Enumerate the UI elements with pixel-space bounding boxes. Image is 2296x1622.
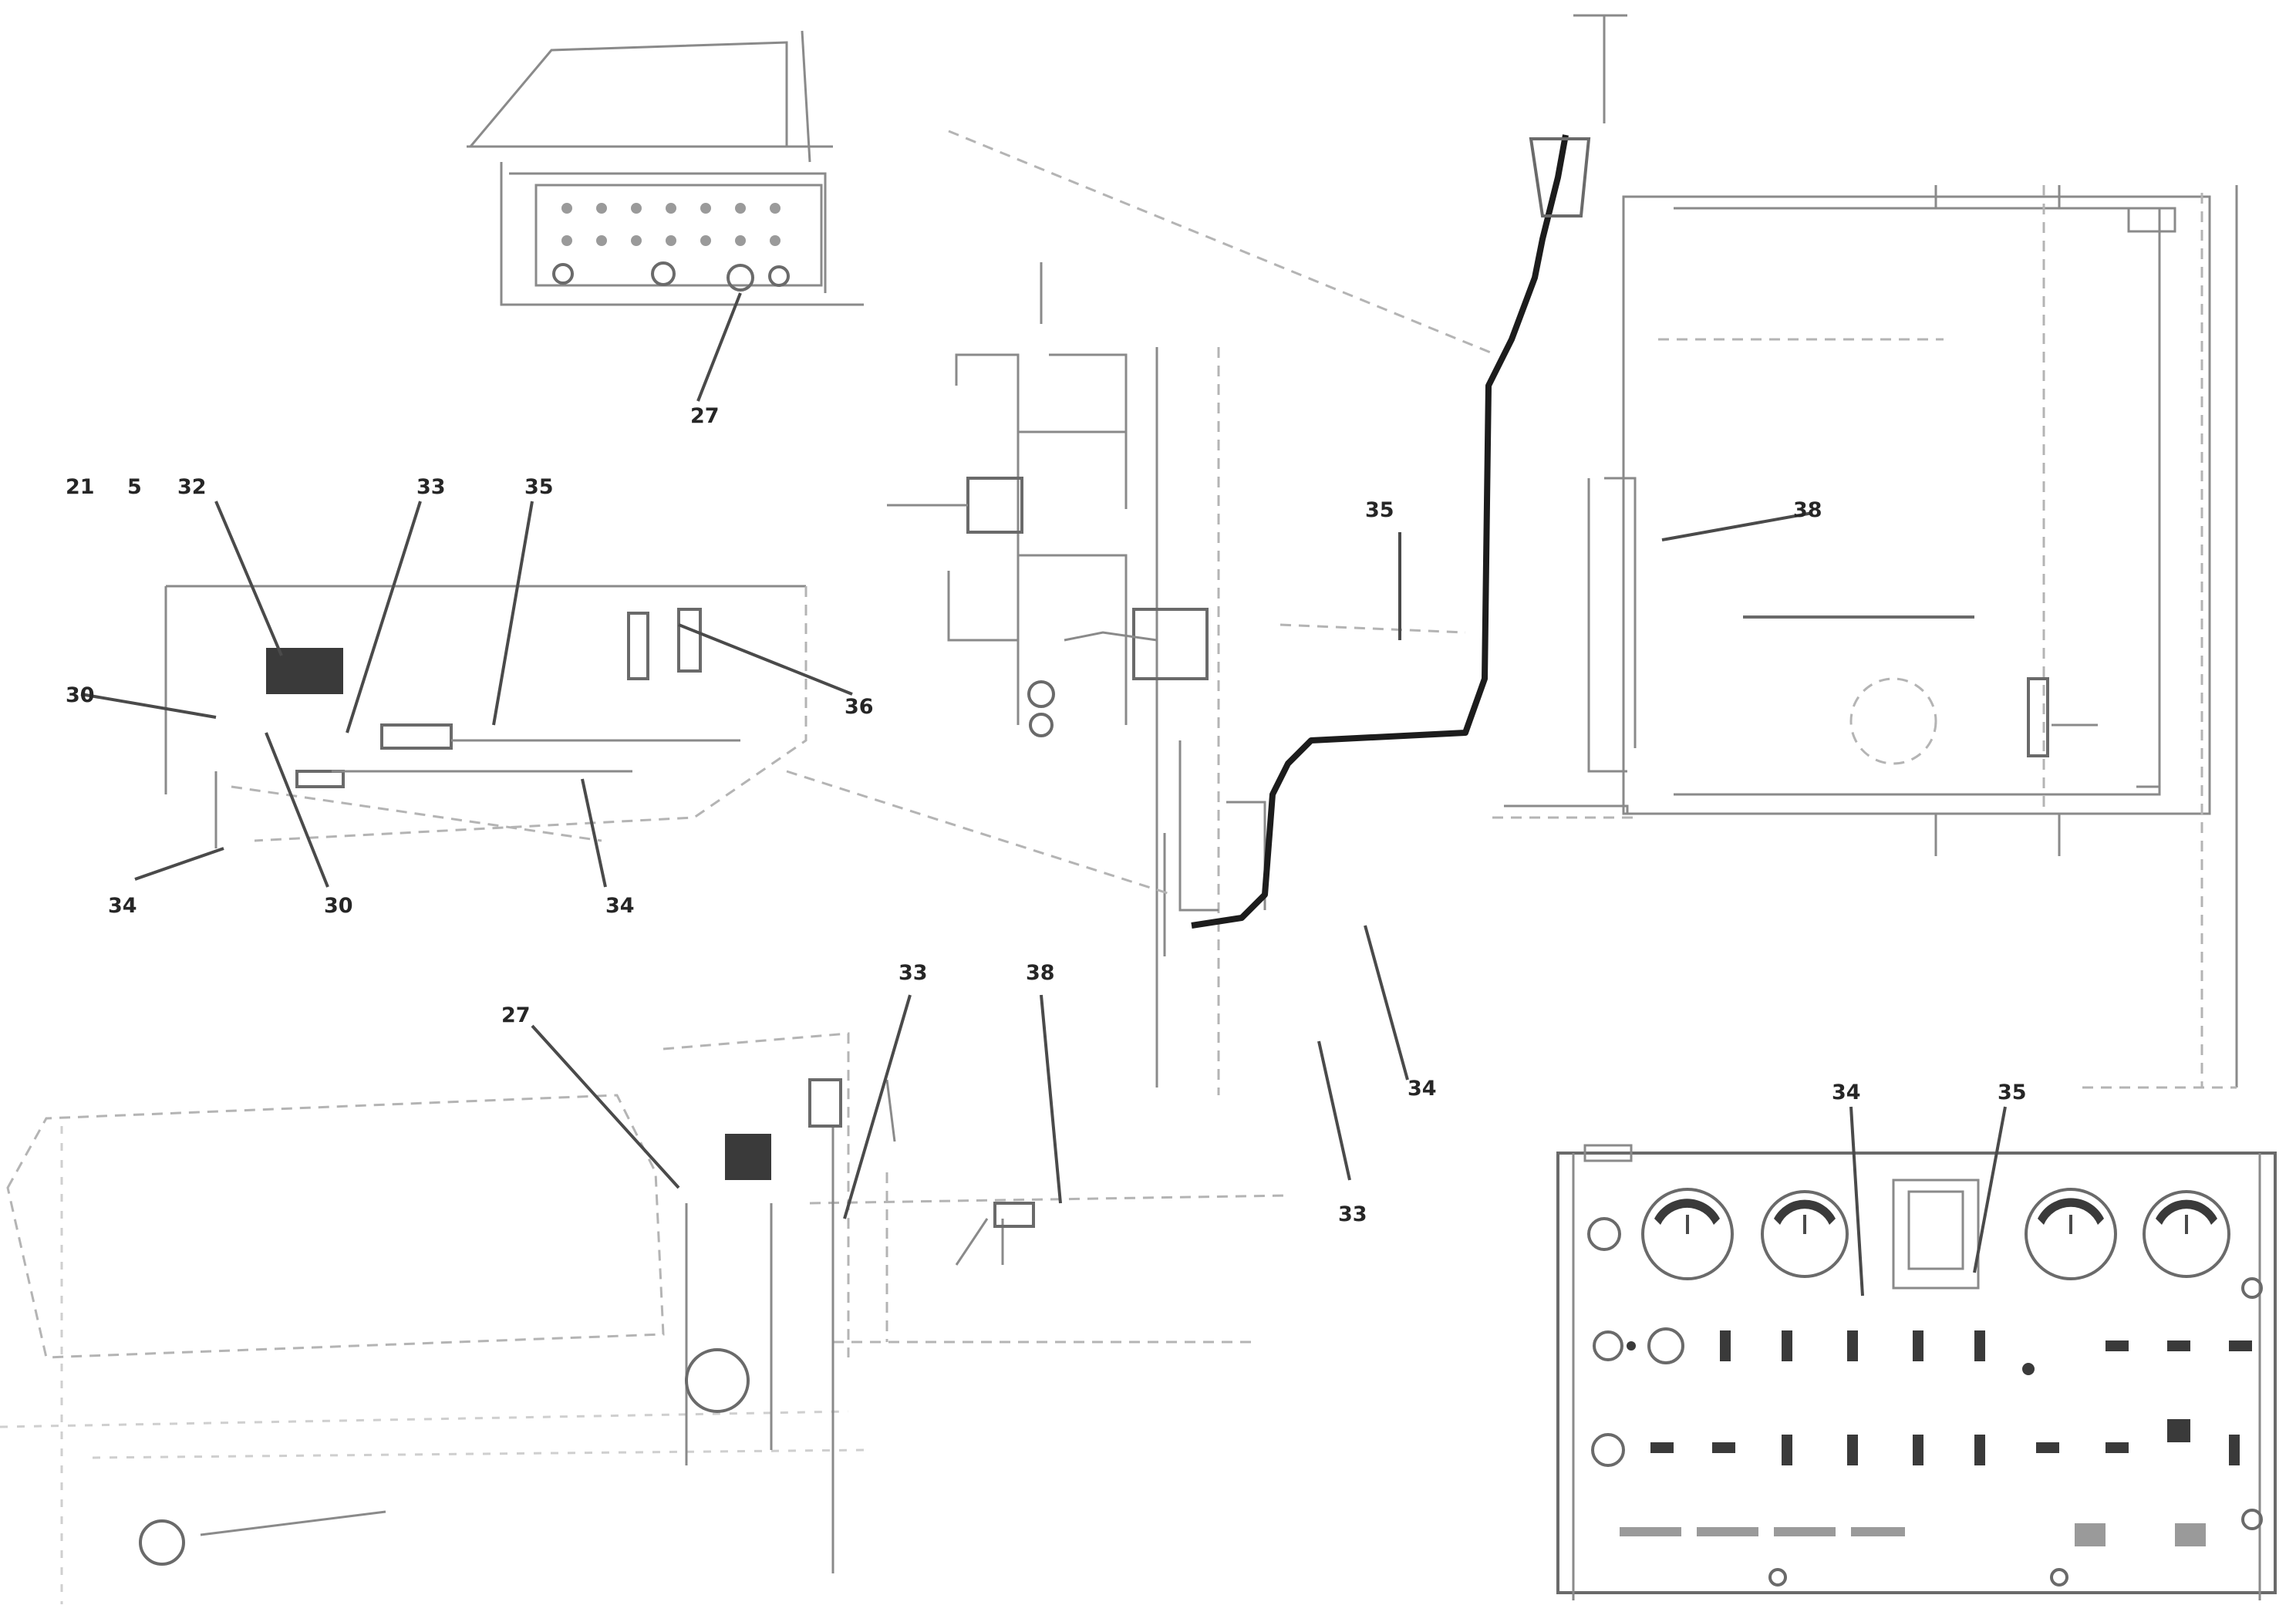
- instrument-panel: [1556, 1144, 2277, 1600]
- label-row: [1620, 1523, 2206, 1546]
- callout-34-left-b: 34: [605, 894, 635, 918]
- switch-row-2: [1650, 1419, 2240, 1465]
- callout-27-bottom: 27: [501, 1003, 531, 1027]
- callout-30-left: 30: [66, 683, 95, 707]
- cabinet-view: [1492, 185, 2238, 1089]
- callout-30-bottom: 30: [324, 894, 353, 918]
- callout-labels: 27 21 5 32 33 35 30 36 34 30 34 35 38 27…: [66, 404, 2027, 1226]
- callout-34-left-a: 34: [108, 894, 137, 918]
- callout-38-bottom: 38: [1026, 961, 1055, 985]
- callout-32: 32: [177, 475, 207, 499]
- gauges: [1641, 1188, 2230, 1280]
- callout-21: 21: [66, 475, 95, 499]
- callout-36: 36: [845, 695, 874, 719]
- switch-row-1: [1627, 1330, 2252, 1375]
- callout-33-left: 33: [416, 475, 446, 499]
- callout-34-center: 34: [1408, 1077, 1437, 1101]
- callout-33-center: 33: [1338, 1202, 1367, 1226]
- callout-38-right: 38: [1793, 498, 1822, 522]
- main-cable: [1191, 14, 1627, 929]
- callout-35-center: 35: [1365, 498, 1394, 522]
- callout-34-panel: 34: [1832, 1081, 1861, 1104]
- callout-35-panel: 35: [1998, 1081, 2027, 1104]
- callout-33-bottom: 33: [899, 961, 928, 985]
- machine-side-view: [0, 1032, 1289, 1604]
- top-panel-view: [467, 30, 864, 402]
- callout-27-top: 27: [690, 404, 720, 428]
- leader-lines: [80, 501, 2007, 1297]
- callout-5: 5: [127, 475, 142, 499]
- relay-box: [164, 585, 807, 848]
- bracket-assembly: [786, 130, 1497, 1095]
- callout-35-left: 35: [524, 475, 554, 499]
